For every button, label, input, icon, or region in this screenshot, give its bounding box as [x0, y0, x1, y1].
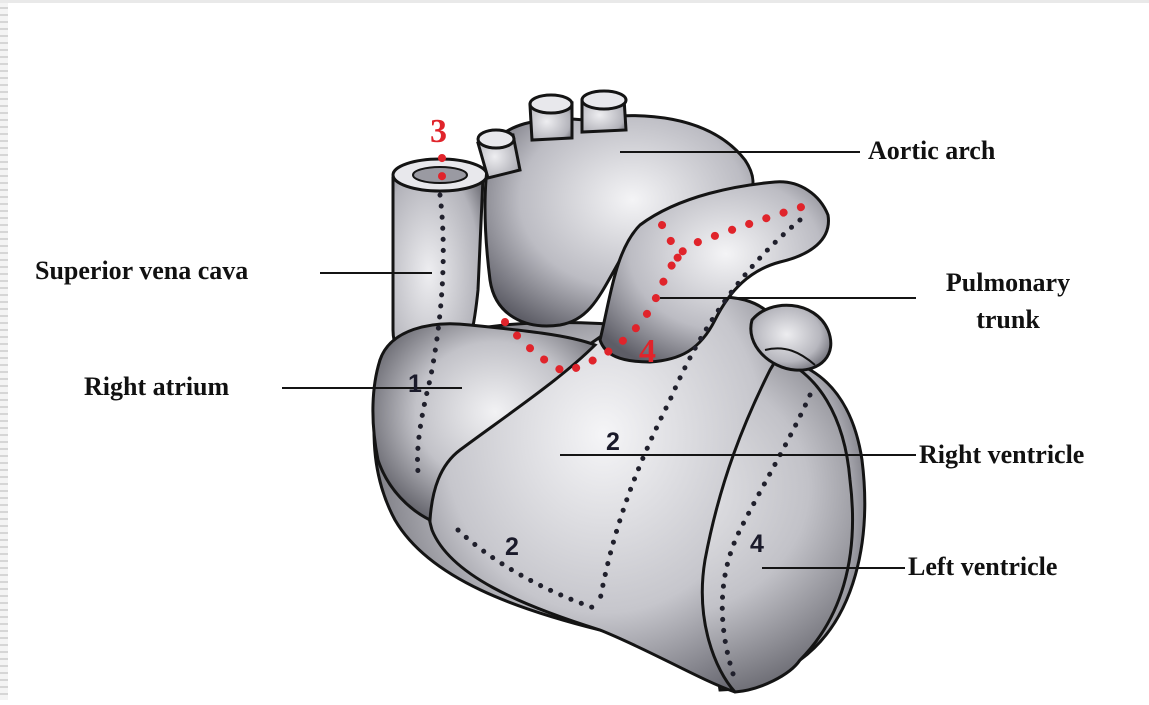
brachiocephalic-opening [478, 130, 514, 148]
right-ventricle-number: 2 [606, 428, 620, 456]
right-atrium-label: Right atrium [84, 372, 229, 402]
lower-right-ventricle-number: 2 [505, 533, 519, 561]
right-atrium-number: 1 [408, 370, 422, 398]
left-ventricle-number: 4 [750, 530, 764, 558]
aortic-arch-label: Aortic arch [868, 136, 995, 166]
left-carotid-opening [530, 95, 572, 113]
pulmonary-trunk-label-line2: trunk [920, 305, 1096, 335]
superior-vena-cava-label: Superior vena cava [35, 256, 248, 286]
red-marker-top: 3 [430, 114, 447, 150]
red-marker-middle: 4 [639, 334, 656, 370]
left-ventricle-label: Left ventricle [908, 552, 1057, 582]
left-subclavian-opening [582, 91, 626, 109]
pulmonary-trunk-label-line1: Pulmonary [920, 268, 1096, 298]
right-ventricle-label: Right ventricle [919, 440, 1084, 470]
